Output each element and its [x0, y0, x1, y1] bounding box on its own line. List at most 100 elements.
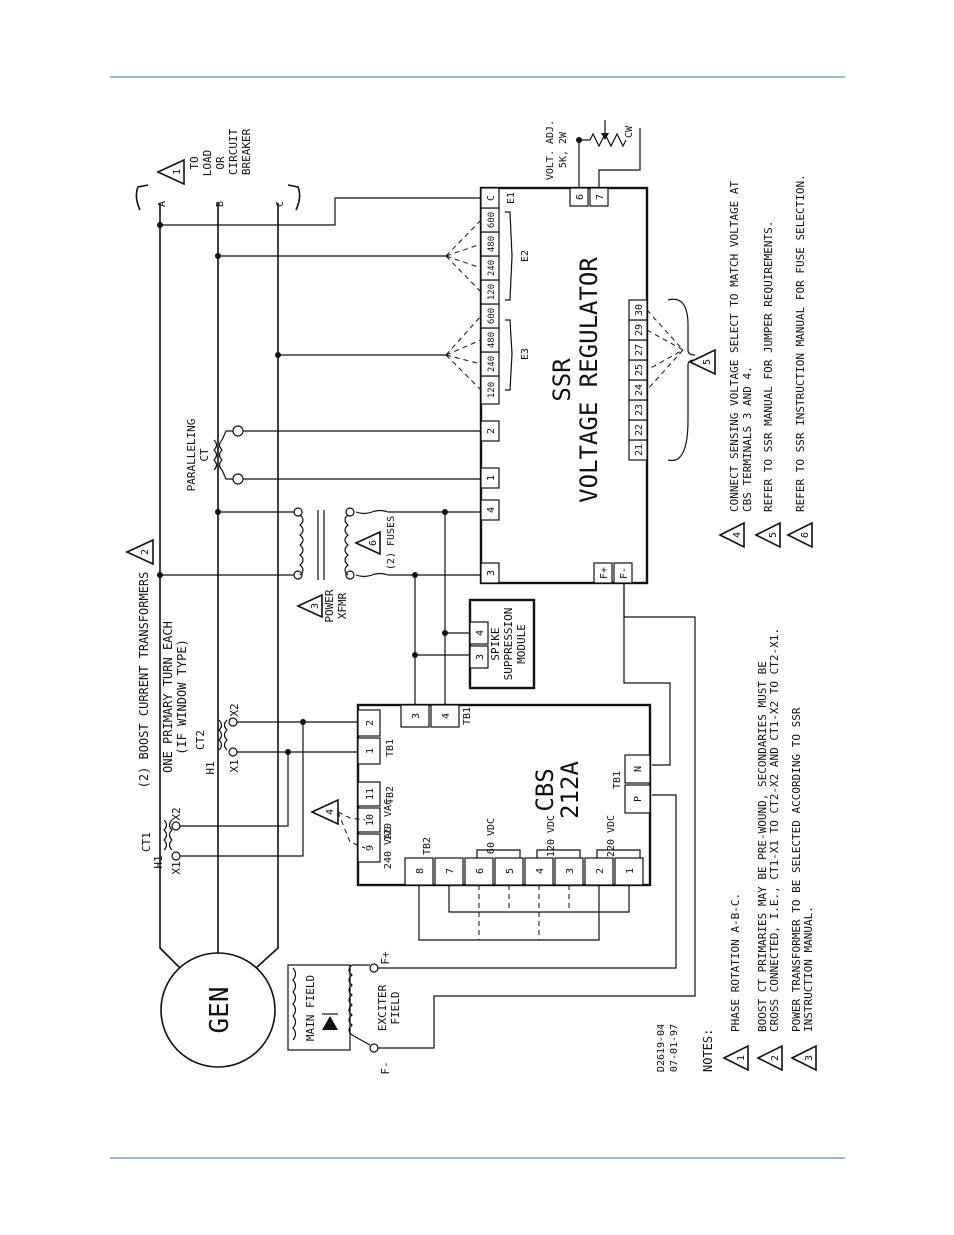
svg-text:2: 2	[140, 549, 151, 555]
notes: NOTES: 1 PHASE ROTATION A-B-C. 2 BOOST C…	[701, 174, 817, 1072]
svg-text:29: 29	[634, 324, 645, 336]
phase-b-label: B	[215, 201, 226, 207]
svg-text:240: 240	[487, 356, 497, 372]
svg-text:120: 120	[487, 284, 497, 300]
note-6: 6 REFER TO SSR INSTRUCTION MANUAL FOR FU…	[786, 174, 813, 549]
fuses-label: (2) FUSES	[386, 516, 397, 570]
svg-text:6: 6	[575, 194, 586, 200]
spike-line-1: SPIKE	[489, 627, 502, 660]
power-wiring	[157, 509, 481, 705]
fuses: 6 (2) FUSES	[354, 509, 397, 578]
power-xfmr: 3 POWER XFMR	[293, 507, 355, 623]
svg-text:8: 8	[415, 868, 426, 874]
note-3: 3 POWER TRANSFORMER TO BE SELECTED ACCOR…	[790, 707, 817, 1072]
svg-text:4: 4	[486, 507, 497, 513]
svg-text:120: 120	[487, 382, 497, 398]
dc-jumper-wiring	[418, 885, 630, 941]
cbs-tb2-bottom-label: TB2	[422, 837, 433, 855]
svg-text:4: 4	[441, 713, 452, 719]
note-2: 2 BOOST CT PRIMARIES MAY BE PRE-WOUND, S…	[756, 628, 783, 1072]
cbs-tb1-left-label: TB1	[385, 739, 396, 757]
svg-text:X2: X2	[228, 703, 241, 716]
svg-text:PHASE ROTATION A-B-C.: PHASE ROTATION A-B-C.	[729, 893, 742, 1032]
svg-text:25: 25	[634, 364, 645, 376]
svg-text:600: 600	[487, 212, 497, 228]
svg-text:2: 2	[486, 428, 497, 434]
drawing-number: D2619-04	[656, 1024, 667, 1072]
f-minus-label: F-	[379, 1061, 392, 1074]
svg-text:3: 3	[475, 654, 486, 660]
svg-text:CBS TERMINALS 3 AND 4.: CBS TERMINALS 3 AND 4.	[741, 366, 754, 512]
cbs-tb2-ac-label: TB2	[385, 786, 396, 804]
svg-text:N: N	[633, 766, 644, 772]
sensing-wiring	[157, 197, 482, 391]
footer-rule	[110, 1157, 845, 1159]
exciter-field: EXCITER FIELD F+ F-	[348, 583, 696, 1075]
svg-text:REFER TO SSR MANUAL FOR JUMPER: REFER TO SSR MANUAL FOR JUMPER REQUIREME…	[762, 221, 775, 512]
svg-text:(2) BOOST CURRENT TRANSFORMERS: (2) BOOST CURRENT TRANSFORMERS	[137, 572, 151, 789]
svg-text:23: 23	[634, 404, 645, 416]
svg-text:1: 1	[365, 748, 376, 754]
jumper-note-5: 5	[646, 298, 716, 462]
ct-secondary-wiring	[180, 719, 358, 857]
cbs-tb1-top-label: TB1	[462, 707, 473, 725]
phase-a-label: A	[157, 201, 168, 207]
svg-text:10: 10	[365, 814, 376, 826]
note-flag-3: 3	[296, 593, 323, 619]
exciter-field-line-2: FIELD	[389, 991, 402, 1024]
ssr-name-line-1: SSR	[548, 358, 576, 402]
note-4: 4 CONNECT SENSING VOLTAGE SELECT TO MATC…	[718, 180, 754, 549]
svg-text:480: 480	[487, 332, 497, 348]
svg-text:C: C	[486, 195, 497, 201]
svg-text:3: 3	[565, 868, 576, 874]
header-rule	[110, 76, 845, 78]
svg-text:240: 240	[487, 260, 497, 276]
svg-text:4: 4	[732, 532, 743, 538]
ssr-voltage-regulator: SSR VOLTAGE REGULATOR 3 4 1 2 120 240 48…	[479, 186, 649, 585]
to-load-line-1: TO	[188, 156, 201, 169]
vac-240-label: 240 VAC	[383, 827, 394, 869]
svg-text:4: 4	[535, 868, 546, 874]
svg-text:3: 3	[804, 1055, 815, 1061]
gen-label: GEN	[205, 987, 235, 1034]
svg-text:21: 21	[634, 444, 645, 456]
svg-text:22: 22	[634, 424, 645, 436]
boost-ct-label: (2) BOOST CURRENT TRANSFORMERS 2 ONE PRI…	[125, 538, 189, 789]
ssr-name-line-2: VOLTAGE REGULATOR	[575, 257, 603, 503]
svg-text:CT2: CT2	[194, 730, 207, 750]
svg-text:3: 3	[411, 713, 422, 719]
e3-label: E3	[520, 348, 531, 360]
vdc-60-label: 60 VDC	[486, 818, 497, 854]
svg-text:INSTRUCTION MANUAL.: INSTRUCTION MANUAL.	[802, 906, 815, 1032]
volt-adj-line-2: 5K, 2W	[558, 131, 569, 168]
svg-text:1: 1	[736, 1055, 747, 1061]
svg-text:6: 6	[368, 540, 379, 546]
svg-text:9: 9	[365, 845, 376, 851]
spike-line-3: MODULE	[515, 624, 528, 664]
note-1: 1 PHASE ROTATION A-B-C.	[722, 893, 749, 1072]
svg-text:2: 2	[365, 720, 376, 726]
svg-text:5: 5	[702, 359, 713, 365]
svg-text:POWER TRANSFORMER TO BE SELECT: POWER TRANSFORMER TO BE SELECTED ACCORDI…	[790, 707, 803, 1032]
svg-text:X1: X1	[170, 861, 183, 874]
phase-c-label: C	[275, 201, 286, 207]
svg-text:5: 5	[505, 868, 516, 874]
one-primary-line-1: ONE PRIMARY TURN EACH	[161, 621, 175, 773]
svg-text:6: 6	[475, 868, 486, 874]
svg-text:600: 600	[487, 308, 497, 324]
svg-text:6: 6	[800, 532, 811, 538]
to-load-line-2: LOAD	[201, 150, 214, 177]
svg-text:X2: X2	[170, 807, 183, 820]
vdc-120-label: 120 VDC	[546, 815, 557, 857]
vac-120-label: 120 VAC	[383, 799, 394, 841]
svg-text:2: 2	[770, 1055, 781, 1061]
spike-suppression-module: 4 3 SPIKE SUPPRESSION MODULE	[468, 598, 536, 690]
notes-title: NOTES:	[701, 1029, 715, 1072]
svg-text:3: 3	[486, 570, 497, 576]
drawing-date: 07-01-97	[669, 1024, 680, 1072]
power-xfmr-line-1: POWER	[323, 589, 336, 622]
e2-label: E2	[520, 250, 531, 262]
paralleling-ct-line-2: CT	[198, 448, 211, 462]
svg-text:REFER TO SSR INSTRUCTION MANUA: REFER TO SSR INSTRUCTION MANUAL FOR FUSE…	[794, 174, 807, 512]
